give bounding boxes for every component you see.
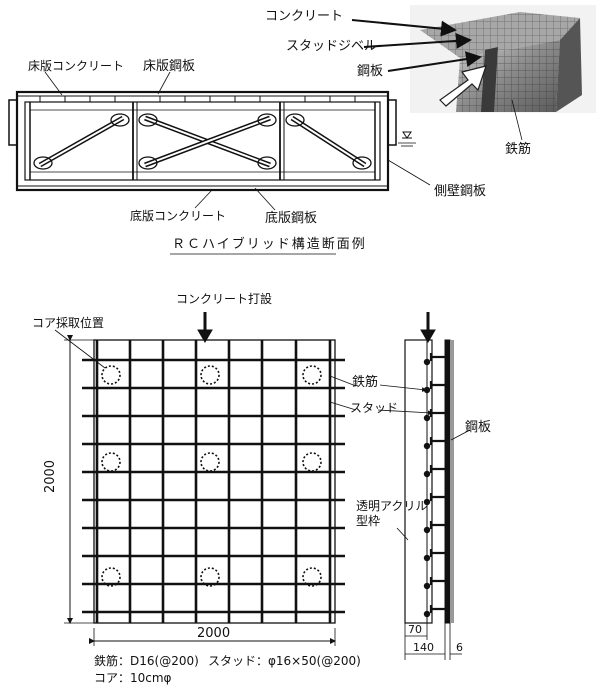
label-rebar-3d: 鉄筋	[505, 142, 532, 157]
label-rebar: 鉄筋	[352, 375, 379, 390]
core-circle	[200, 365, 220, 385]
inset-cube-side	[556, 18, 582, 112]
water-level-icon	[402, 131, 412, 139]
top-studs	[39, 96, 356, 102]
panel-frame	[93, 339, 336, 624]
dim-height: 2000	[43, 459, 59, 494]
core-positions	[101, 365, 322, 587]
core-circle	[302, 567, 322, 587]
cross-section-drawing	[8, 71, 431, 255]
label-steel-plate-side: 鋼板	[465, 420, 492, 435]
label-stud: スタッドジベル	[286, 39, 378, 54]
panel-plan	[54, 312, 357, 646]
right-flange	[387, 99, 397, 146]
box-outer	[15, 90, 390, 192]
core-circle	[302, 365, 322, 385]
dim-6: 6	[456, 641, 463, 654]
label-bottom-concrete: 底版コンクリート	[130, 209, 227, 223]
panel-vertical-rebars	[95, 340, 332, 623]
inset-steel-plate	[481, 47, 498, 112]
core-circle	[200, 452, 220, 472]
cross-section-caption: ＲＣハイブリッド構造断面例	[172, 237, 367, 252]
inset-white-arrow	[439, 65, 487, 107]
label-floor-concrete: 床版コンクリート	[28, 59, 125, 73]
steel-plate	[444, 339, 451, 624]
acrylic-formwork	[404, 339, 433, 624]
core-circle	[200, 567, 220, 587]
spec-rebar: 鉄筋：D16(@200)	[94, 654, 199, 668]
label-side-steel: 側壁鋼板	[434, 184, 487, 199]
side-pour-arrow-icon	[420, 329, 436, 343]
pour-arrow-icon	[197, 329, 213, 343]
label-concrete-pour: コンクリート打設	[176, 292, 273, 306]
box-inner	[24, 101, 381, 181]
side-studs	[429, 353, 445, 613]
left-flange	[8, 99, 18, 146]
spec-core: コア：10cmφ	[94, 671, 172, 685]
inset-3d-drawing	[351, 5, 596, 141]
label-formwork-2: 型枠	[356, 514, 381, 528]
core-circle	[101, 452, 121, 472]
label-plate: 鋼板	[357, 64, 384, 79]
label-floor-steel: 床版鋼板	[143, 59, 196, 74]
side-view	[377, 312, 471, 660]
dim-width: 2000	[197, 626, 231, 641]
core-circle	[101, 365, 121, 385]
label-stud-plan: スタッド	[350, 401, 399, 415]
label-formwork-1: 透明アクリル	[356, 499, 428, 513]
dim-140: 140	[413, 641, 434, 654]
spec-stud: スタッド：φ16×50(@200)	[208, 654, 361, 668]
core-circle	[302, 452, 322, 472]
dim-70: 70	[408, 623, 422, 636]
panel-horizontal-rebars	[82, 358, 345, 614]
label-concrete: コンクリート	[265, 9, 344, 24]
core-circle	[101, 567, 121, 587]
label-bottom-steel: 底版鋼板	[265, 211, 318, 226]
label-core-position: コア採取位置	[32, 316, 105, 330]
